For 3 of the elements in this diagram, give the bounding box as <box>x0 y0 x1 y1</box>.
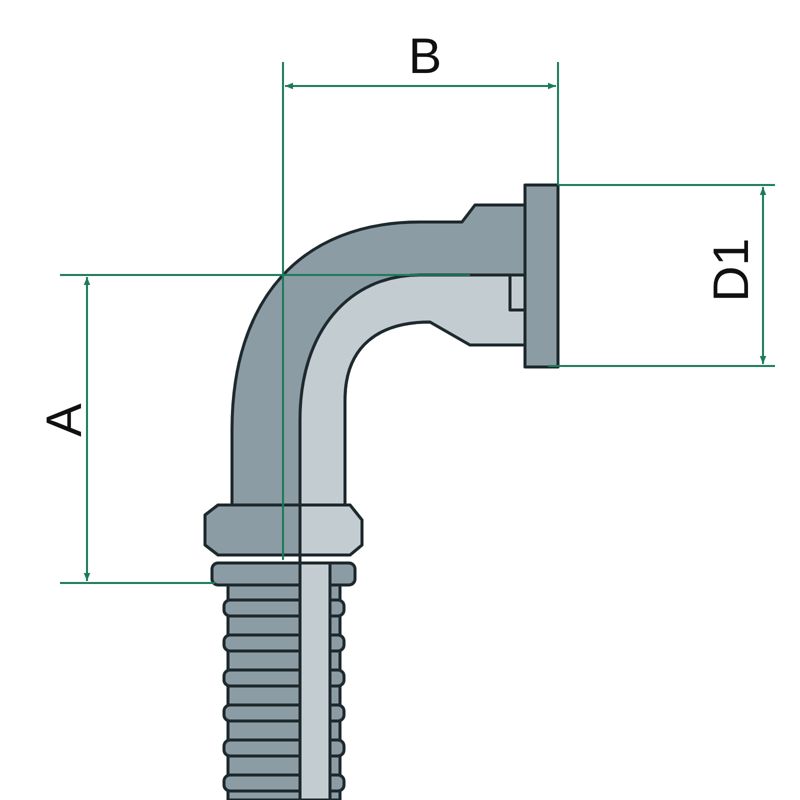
dimension-label: A <box>36 403 92 437</box>
dimension-label: D1 <box>703 238 760 302</box>
dimension-label: B <box>408 28 442 84</box>
